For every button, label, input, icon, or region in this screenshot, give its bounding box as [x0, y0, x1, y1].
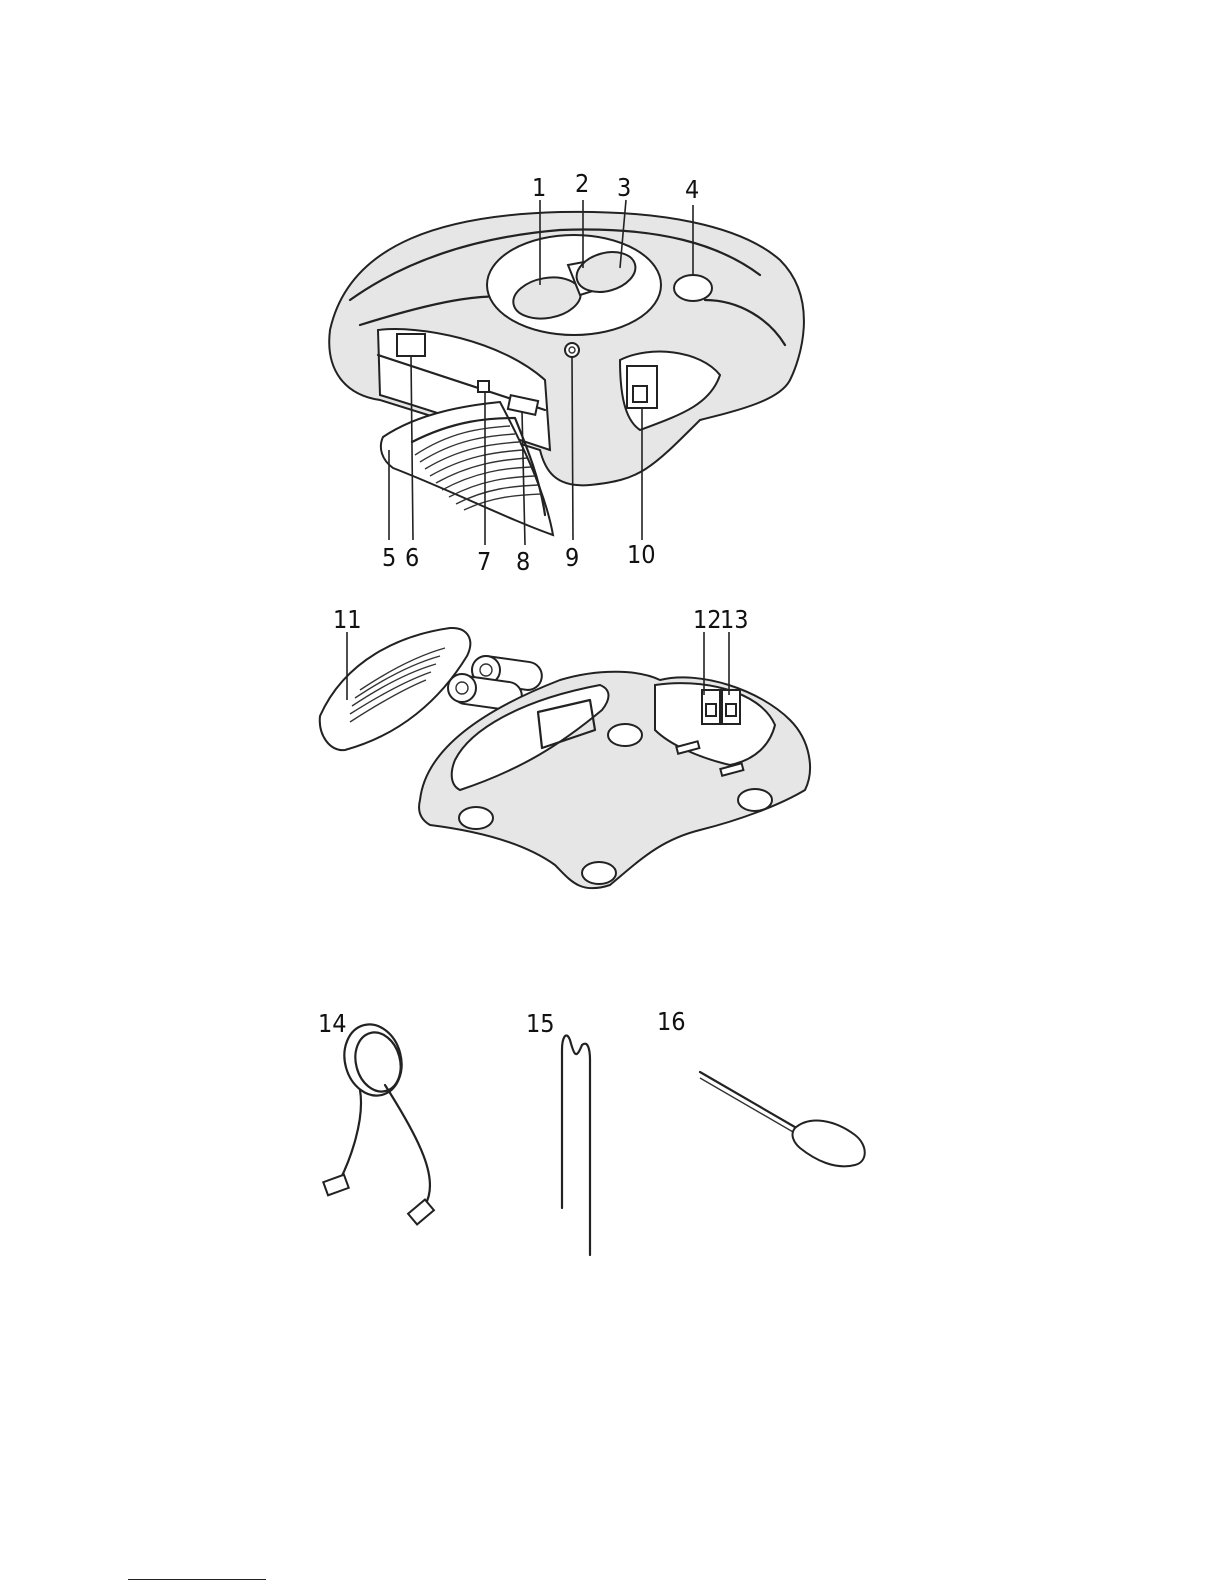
callout-10: 10 [627, 540, 656, 569]
device-bottom-view [320, 628, 810, 888]
callout-5: 5 [382, 543, 396, 572]
callout-3: 3 [617, 173, 631, 202]
callout-4: 4 [685, 175, 699, 204]
callout-13: 13 [720, 605, 749, 634]
callout-9: 9 [565, 543, 579, 572]
clip-accessory [562, 1035, 590, 1255]
screwdriver-accessory [700, 1072, 865, 1166]
callout-2: 2 [575, 169, 589, 198]
callout-7: 7 [477, 547, 491, 576]
device-top-view [329, 200, 804, 545]
callout-6: 6 [405, 543, 419, 572]
callout-11: 11 [333, 605, 362, 634]
callout-12: 12 [693, 605, 722, 634]
callout-1: 1 [532, 173, 546, 202]
callout-16: 16 [657, 1007, 686, 1036]
callout-15: 15 [526, 1009, 555, 1038]
cable-accessory [323, 1018, 434, 1224]
callout-8: 8 [516, 547, 530, 576]
callout-14: 14 [318, 1009, 347, 1038]
footer-rule [128, 1579, 266, 1580]
